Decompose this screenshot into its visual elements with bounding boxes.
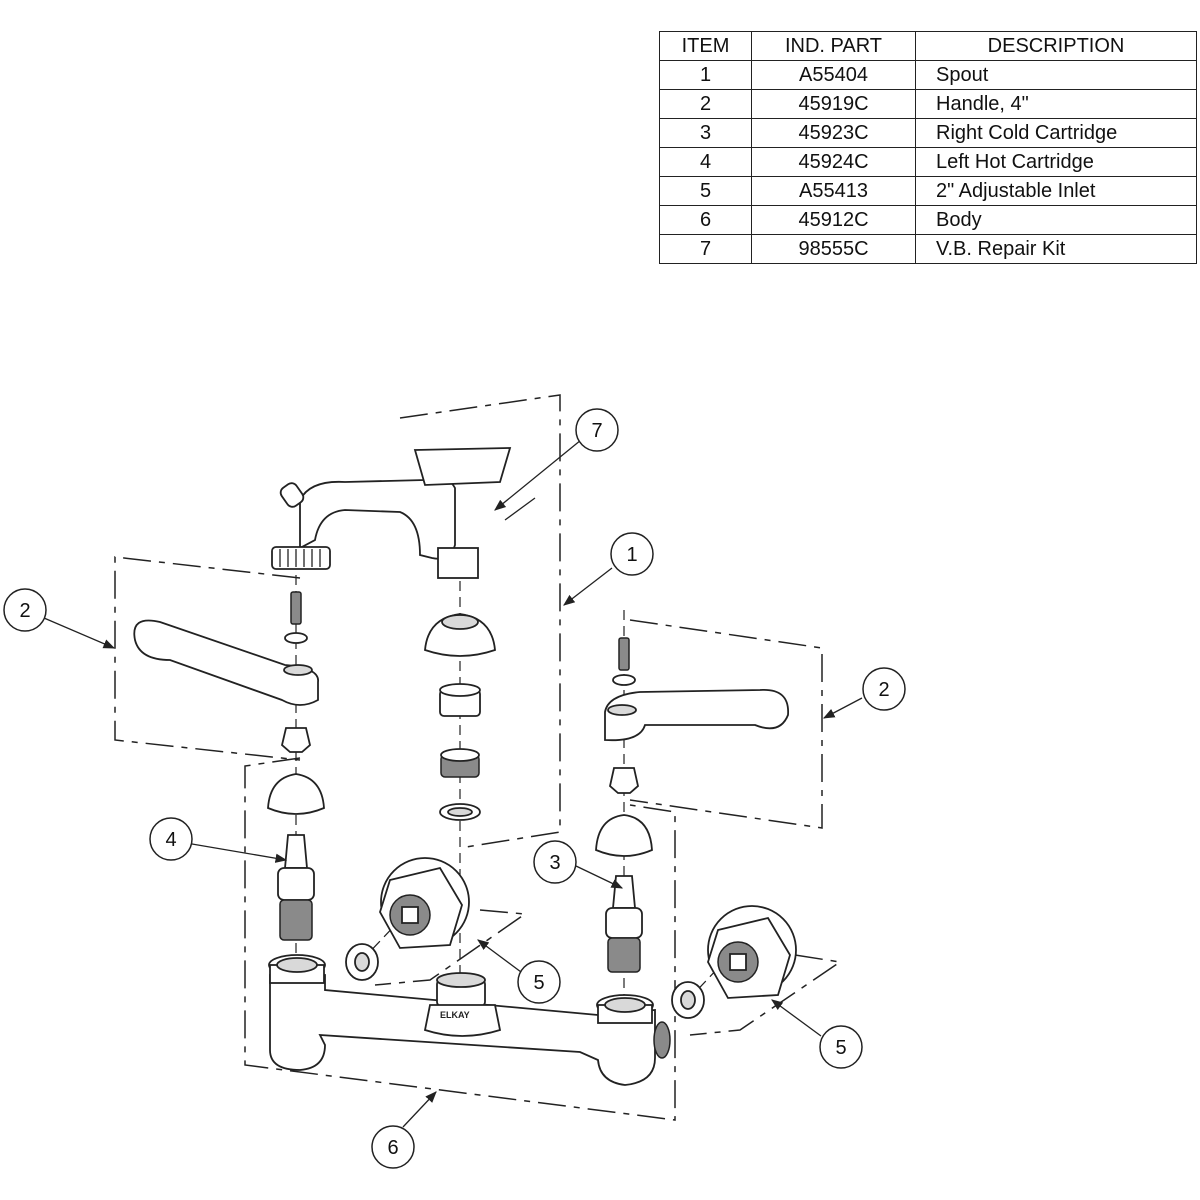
cell-item: 7 (659, 234, 752, 264)
spout-thread (271, 546, 331, 570)
assembly-axes (295, 565, 736, 1001)
cell-part: A55404 (751, 60, 916, 90)
cell-part: 45919C (751, 89, 916, 119)
cell-part: 45912C (751, 205, 916, 235)
frame-handle-right (629, 619, 823, 829)
cell-item: 1 (659, 60, 752, 90)
table-row: 1 A55404 Spout (659, 60, 1197, 90)
leader-lines (43, 439, 863, 1128)
table-row: 6 45912C Body (659, 205, 1197, 235)
frame-inlet-right (689, 954, 842, 1036)
callout-2-right-label: 2 (878, 679, 889, 701)
table-row: 3 45923C Right Cold Cartridge (659, 118, 1197, 148)
table-header-row: ITEM IND. PART DESCRIPTION (659, 31, 1197, 61)
right-inlet (671, 905, 797, 1019)
callout-1: 1 (610, 532, 654, 576)
header-part: IND. PART (751, 31, 916, 61)
callout-6-label: 6 (387, 1137, 398, 1159)
callout-4: 4 (149, 817, 193, 861)
cell-description: Left Hot Cartridge (915, 147, 1197, 177)
callout-7-label: 7 (591, 420, 602, 442)
cell-description: Body (915, 205, 1197, 235)
cell-item: 2 (659, 89, 752, 119)
callout-5-left-label: 5 (533, 972, 544, 994)
callout-4-label: 4 (165, 829, 176, 851)
brand-label: ELKAY (440, 1010, 470, 1020)
header-item: ITEM (659, 31, 752, 61)
table-row: 5 A55413 2" Adjustable Inlet (659, 176, 1197, 206)
frame-body (244, 757, 676, 1121)
callout-1-label: 1 (626, 544, 637, 566)
callout-2-left-label: 2 (19, 600, 30, 622)
callout-3: 3 (533, 840, 577, 884)
cell-item: 4 (659, 147, 752, 177)
callout-3-label: 3 (549, 852, 560, 874)
spout-assembly (271, 447, 536, 579)
callout-5-right-label: 5 (835, 1037, 846, 1059)
table-row: 4 45924C Left Hot Cartridge (659, 147, 1197, 177)
center-stack (424, 613, 496, 821)
cell-description: Right Cold Cartridge (915, 118, 1197, 148)
cell-part: A55413 (751, 176, 916, 206)
callout-5-right: 5 (819, 1025, 863, 1069)
cell-description: V.B. Repair Kit (915, 234, 1197, 264)
frame-handle-left (114, 556, 301, 761)
cell-description: Handle, 4" (915, 89, 1197, 119)
cell-part: 45923C (751, 118, 916, 148)
left-handle-stack (133, 591, 325, 941)
cell-part: 45924C (751, 147, 916, 177)
body-assembly: ELKAY (268, 954, 671, 1086)
table-row: 2 45919C Handle, 4" (659, 89, 1197, 119)
table-row: 7 98555C V.B. Repair Kit (659, 234, 1197, 264)
left-inlet (345, 857, 470, 981)
callout-6: 6 (371, 1125, 415, 1169)
callout-5-left: 5 (517, 960, 561, 1004)
callout-7: 7 (575, 408, 619, 452)
callout-2-right: 2 (862, 667, 906, 711)
parts-table: ITEM IND. PART DESCRIPTION 1 A55404 Spou… (659, 31, 1197, 264)
cell-item: 5 (659, 176, 752, 206)
cell-description: Spout (915, 60, 1197, 90)
callout-2-left: 2 (3, 588, 47, 632)
